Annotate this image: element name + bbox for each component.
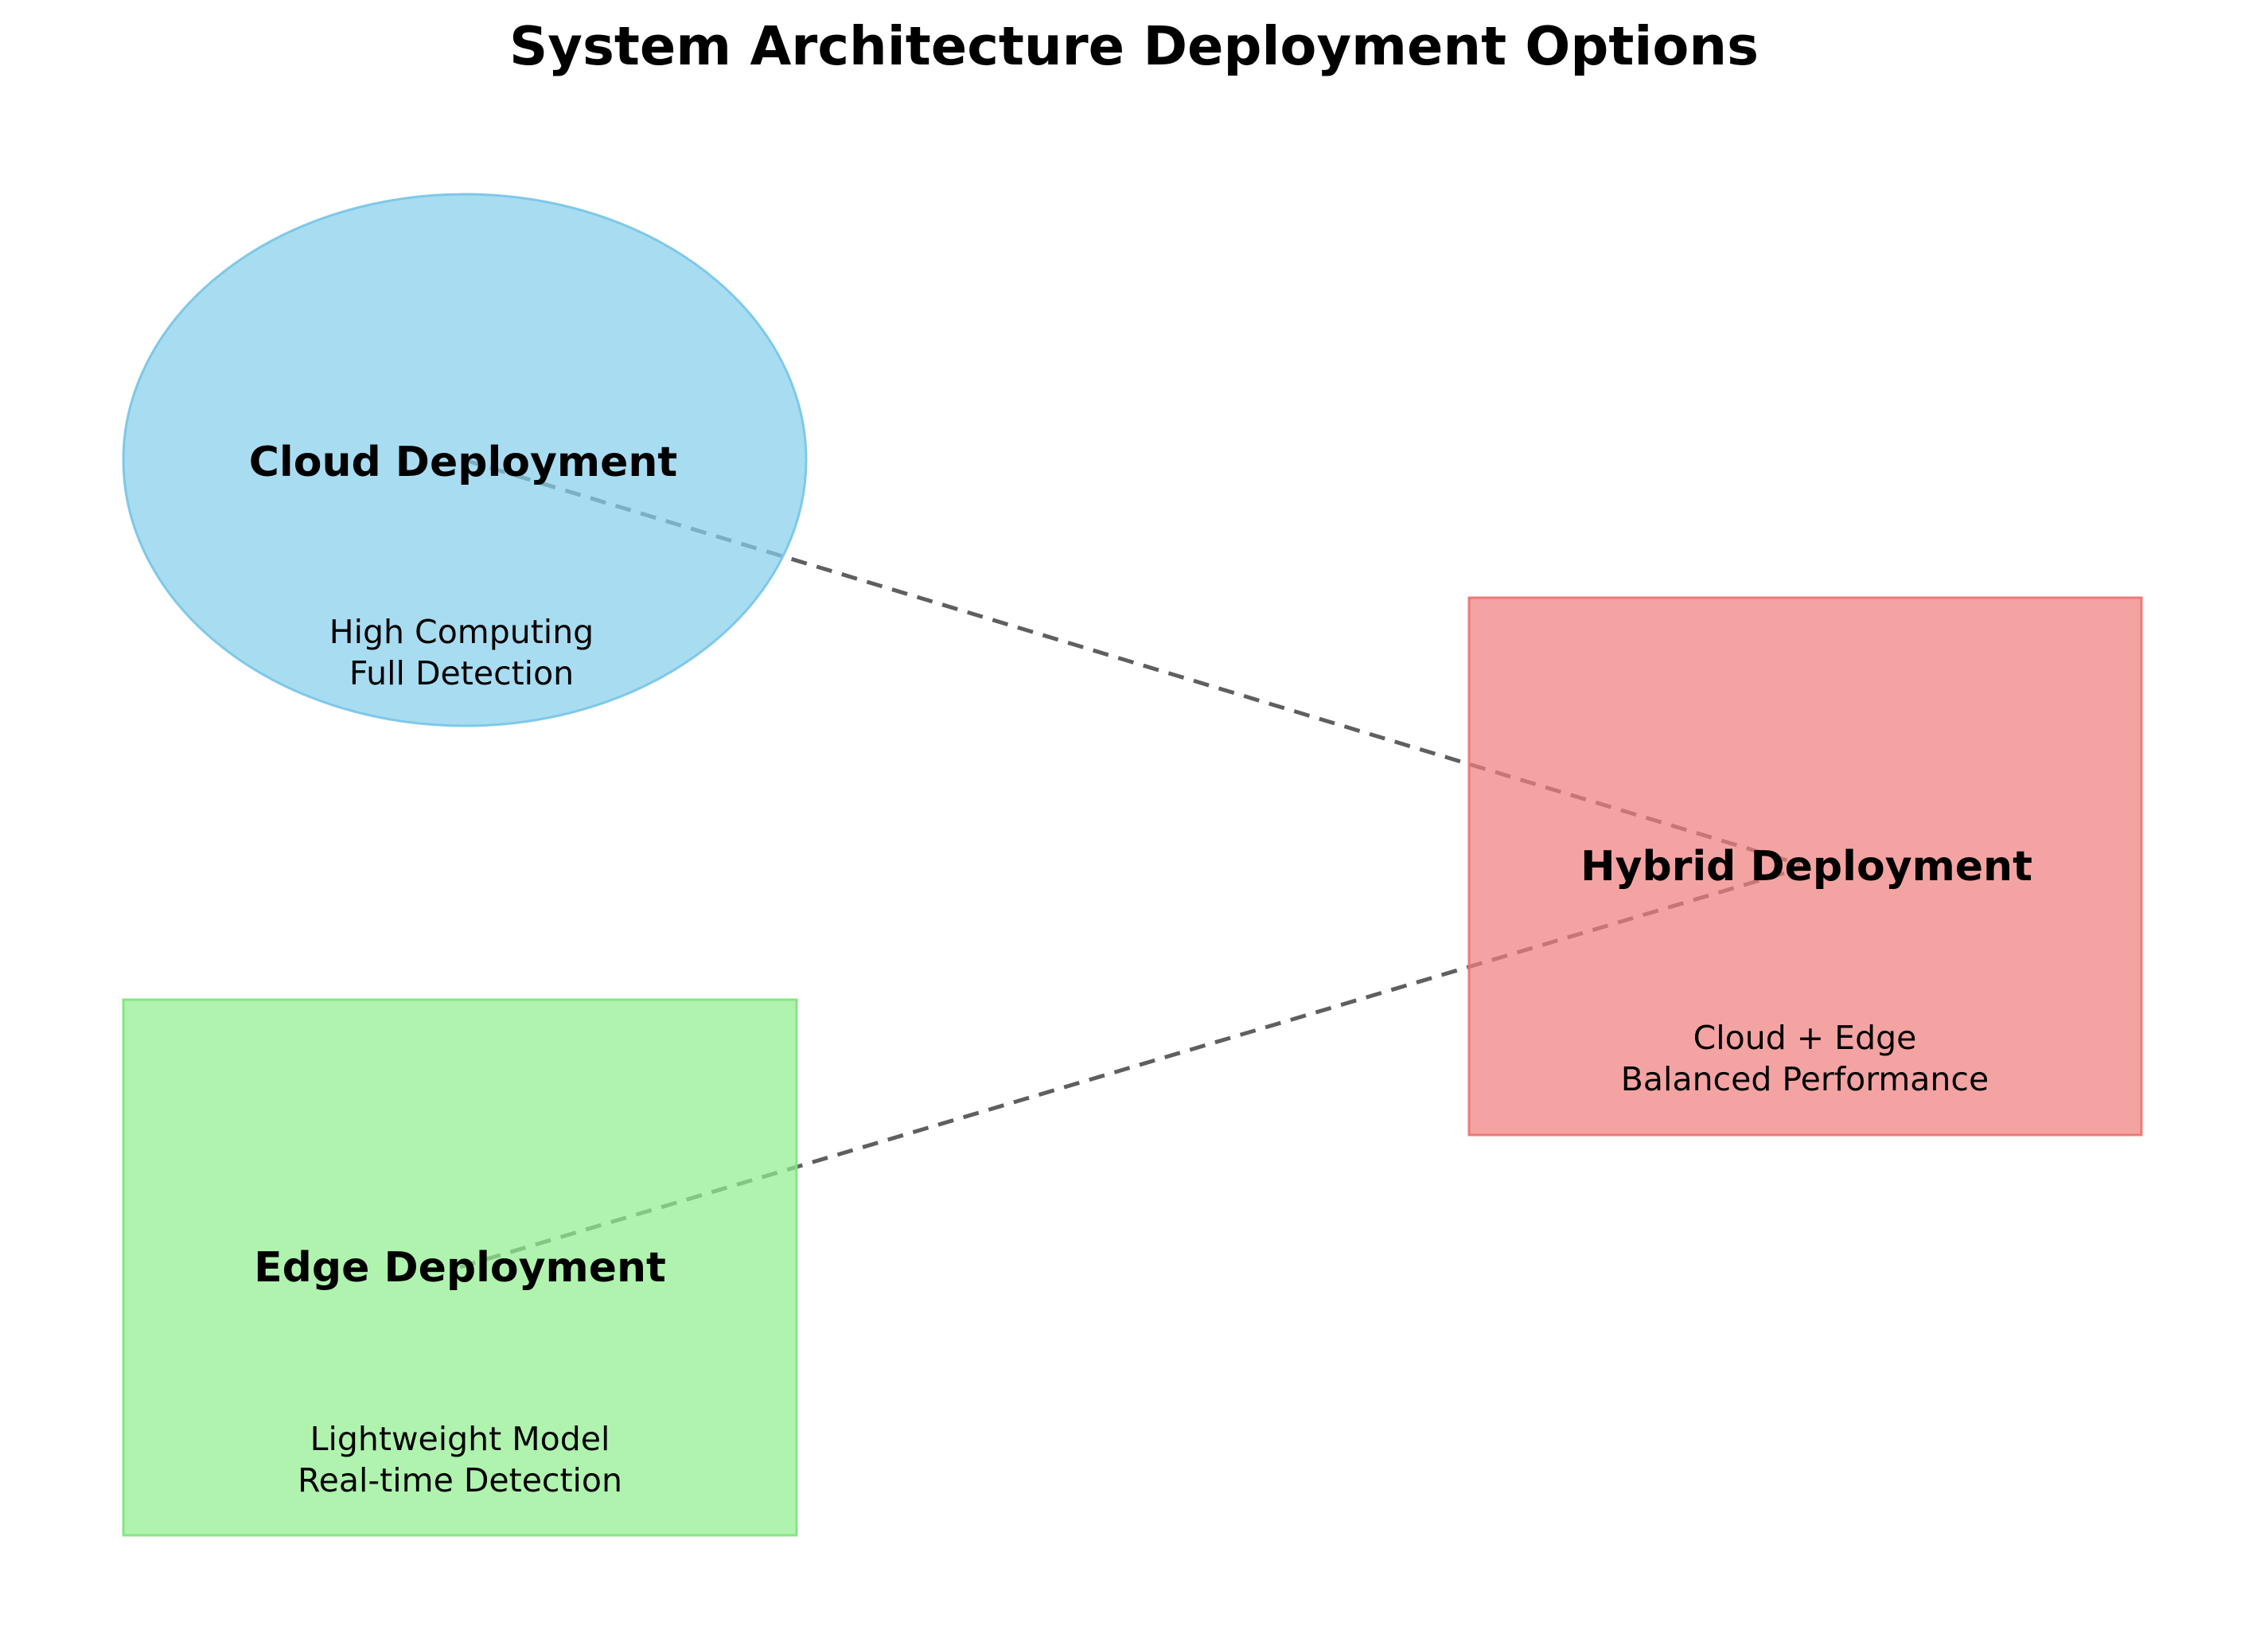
hybrid-label: Hybrid Deployment: [1580, 843, 2032, 891]
cloud-subtitle-line2: Full Detection: [349, 654, 574, 692]
edge-subtitle-line2: Real-time Detection: [298, 1461, 622, 1499]
cloud-ellipse: [122, 193, 808, 727]
hybrid-subtitle-line2: Balanced Performance: [1621, 1060, 1989, 1098]
edge-node: Edge Deployment Lightweight Model Real-t…: [122, 998, 798, 1537]
hybrid-rect: [1467, 596, 2143, 1137]
page-title: System Architecture Deployment Options: [509, 15, 1759, 77]
edge-label: Edge Deployment: [254, 1244, 666, 1292]
cloud-label: Cloud Deployment: [249, 439, 677, 486]
edge-rect: [122, 998, 798, 1537]
hybrid-node: Hybrid Deployment Cloud + Edge Balanced …: [1467, 596, 2143, 1137]
hybrid-subtitle-line1: Cloud + Edge: [1693, 1019, 1917, 1057]
cloud-node: Cloud Deployment High Computing Full Det…: [122, 193, 808, 727]
edge-subtitle-line1: Lightweight Model: [310, 1420, 610, 1458]
cloud-subtitle-line1: High Computing: [329, 613, 594, 651]
